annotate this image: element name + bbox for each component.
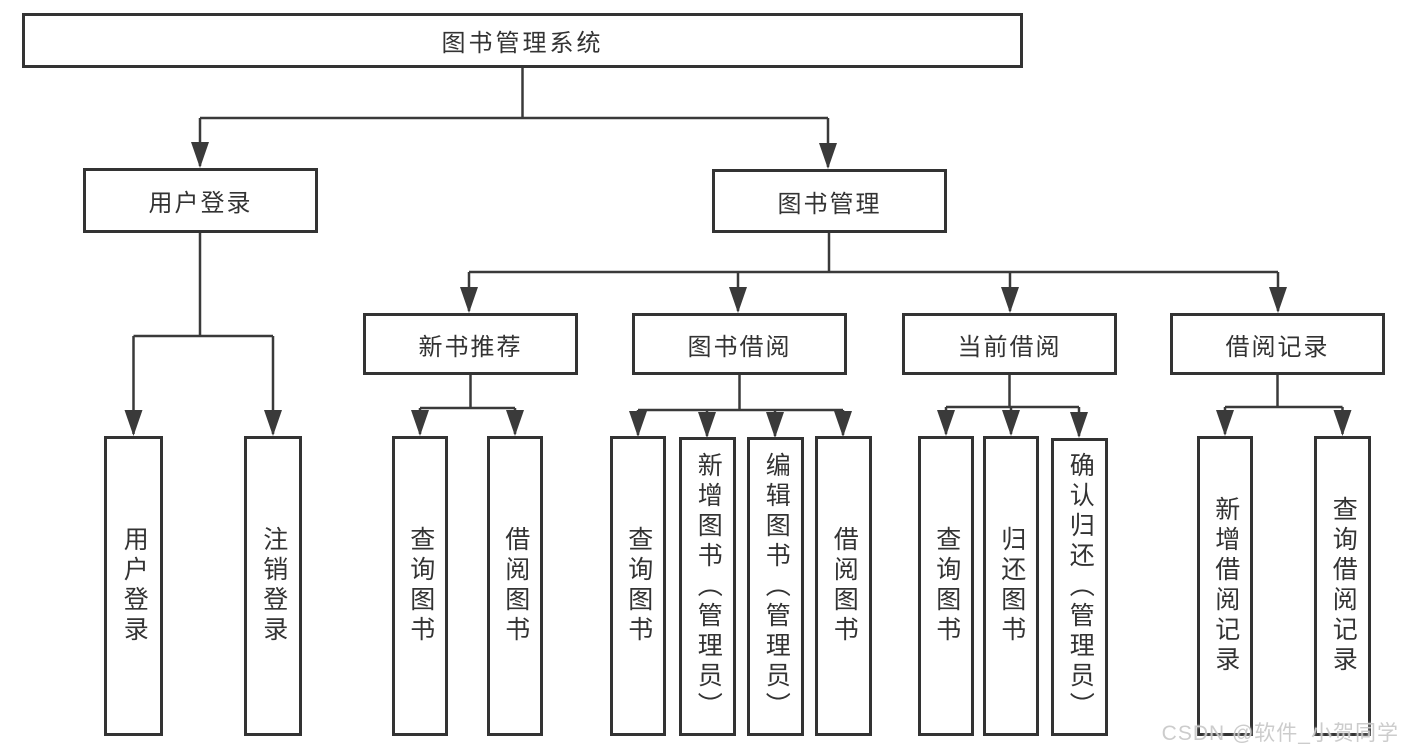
leaf-confirm-return-admin: 确认归还（管理员）	[1051, 438, 1108, 736]
leaf-query-borrow-record: 查询借阅记录	[1314, 436, 1371, 736]
leaf-borrow-books: 借阅图书	[815, 436, 872, 736]
csdn-watermark: CSDN @软件_小贺同学	[1161, 722, 1399, 745]
leaf-borrow-books-recommend: 借阅图书	[487, 436, 543, 736]
node-library-management-system: 图书管理系统	[22, 13, 1023, 68]
leaf-add-books-admin: 新增图书（管理员）	[679, 437, 736, 736]
node-book-borrowing: 图书借阅	[632, 313, 847, 375]
leaf-edit-books-admin: 编辑图书（管理员）	[747, 437, 804, 736]
node-book-management: 图书管理	[712, 169, 947, 233]
node-current-borrowing: 当前借阅	[902, 313, 1117, 375]
leaf-logout: 注销登录	[244, 436, 302, 736]
leaf-query-books-borrowing: 查询图书	[610, 436, 666, 736]
leaf-add-borrow-record: 新增借阅记录	[1197, 436, 1253, 736]
node-borrowing-records: 借阅记录	[1170, 313, 1385, 375]
node-new-book-recommendation: 新书推荐	[363, 313, 578, 375]
leaf-query-books-current: 查询图书	[918, 436, 974, 736]
leaf-user-login: 用户登录	[104, 436, 163, 736]
node-user-login: 用户登录	[83, 168, 318, 233]
leaf-return-books: 归还图书	[983, 436, 1039, 736]
leaf-query-books-recommend: 查询图书	[392, 436, 448, 736]
